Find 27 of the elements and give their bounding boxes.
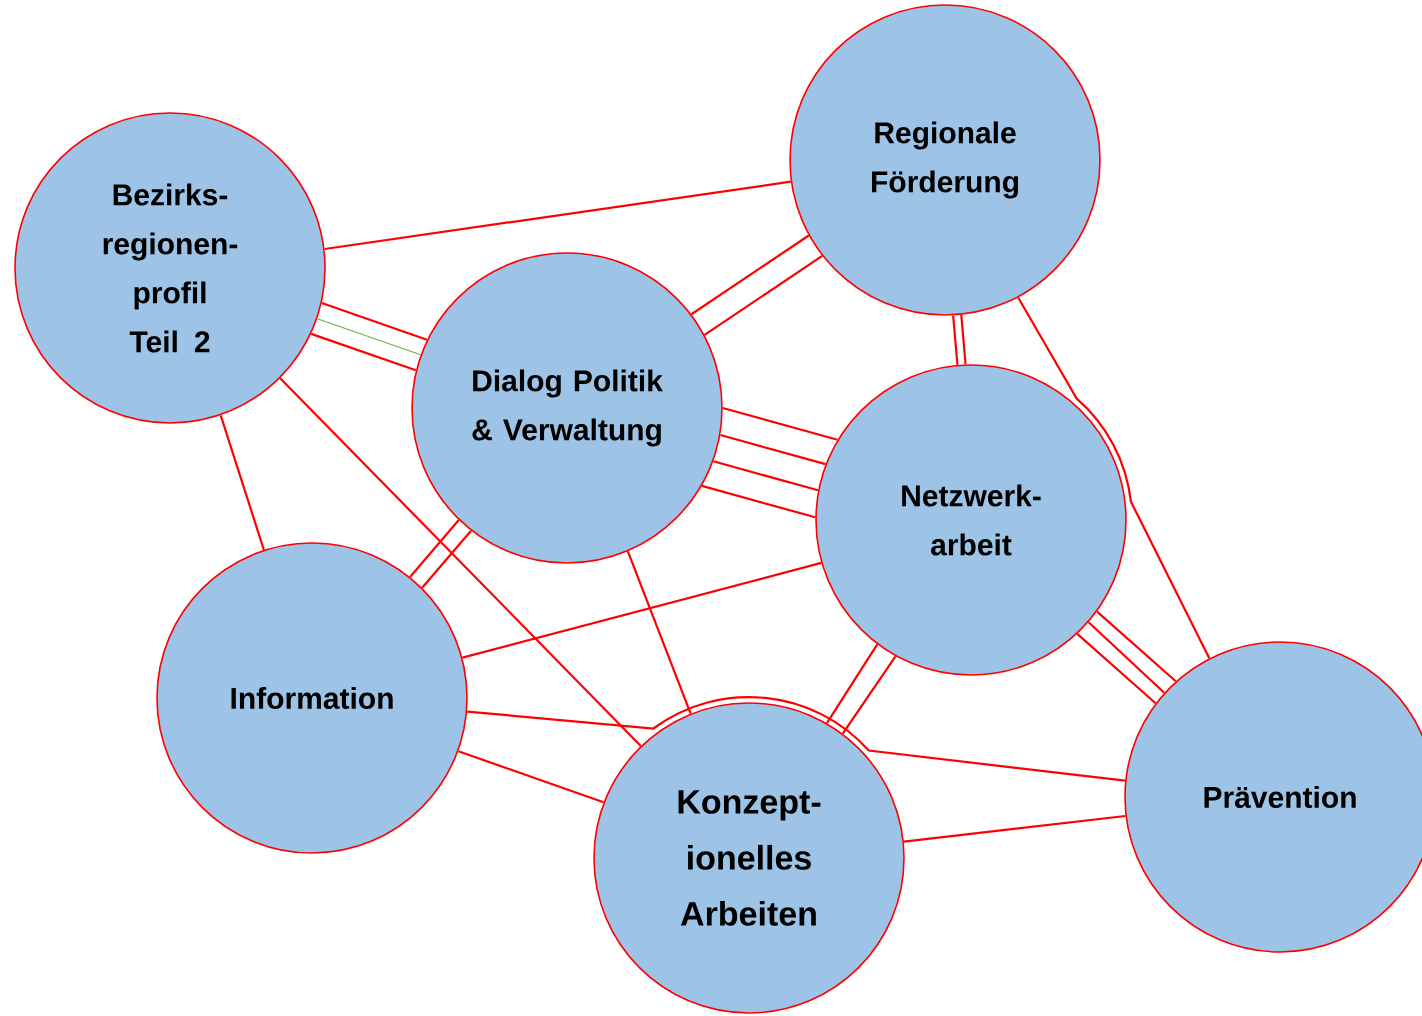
connector-line — [1017, 297, 1211, 659]
connector-line — [825, 643, 879, 724]
connector-line — [316, 318, 422, 356]
connector-line — [421, 530, 472, 589]
connector-line — [960, 314, 967, 365]
connector-line — [219, 414, 265, 551]
connector-line — [279, 377, 642, 747]
connector-line — [722, 406, 838, 441]
connector-line — [458, 750, 604, 804]
connector-line — [1087, 621, 1165, 694]
connector-line — [321, 302, 428, 341]
connector-line — [903, 814, 1126, 843]
connector-line — [690, 234, 810, 316]
connector-line — [1076, 633, 1157, 705]
connector-line — [462, 561, 822, 659]
connector-line — [720, 434, 826, 466]
connector-line — [703, 255, 823, 336]
connector-line — [467, 696, 1126, 782]
connector-line — [713, 460, 819, 492]
connector-line — [701, 484, 816, 519]
connector-line — [324, 180, 791, 251]
connector-line — [409, 519, 460, 578]
connector-line — [841, 655, 897, 735]
connector-line — [1096, 610, 1177, 683]
connector-line — [310, 332, 417, 372]
connector-line — [626, 551, 692, 714]
connector-line — [952, 315, 959, 365]
